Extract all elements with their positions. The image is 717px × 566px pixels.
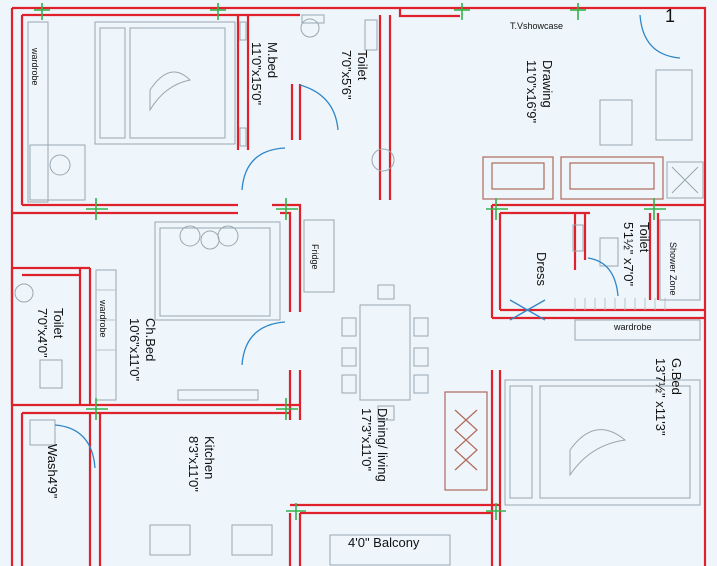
walls xyxy=(10,6,707,566)
wash-basin xyxy=(29,419,56,446)
misc-labels: T.Vshowcase wardrobe wardrobe wardrobe F… xyxy=(30,21,678,550)
sofa-4seat xyxy=(560,156,664,200)
room-name: Toilet xyxy=(355,50,370,81)
wardrobe-master xyxy=(27,21,49,203)
plan-number: 1 xyxy=(665,6,675,26)
room-name: G.Bed xyxy=(669,358,684,395)
room-dimension: 7'0"x4'0" xyxy=(35,308,50,358)
room-kitchen: Kitchen 8'3"x11'0" xyxy=(186,436,217,492)
kitchen-sink xyxy=(231,524,273,556)
dining-table xyxy=(359,304,411,401)
room-toilet-guest: Toilet 5'1½" x7'0" xyxy=(621,222,652,286)
label-wash: Wash4'9" xyxy=(45,444,60,499)
bed-guest xyxy=(504,379,701,506)
room-dimension: 7'0"x5'6" xyxy=(339,50,354,100)
room-dimension: 8'3"x11'0" xyxy=(186,436,201,492)
room-name: Dining/ living xyxy=(375,408,390,482)
label-dress: Dress xyxy=(534,252,549,286)
bed-child xyxy=(154,221,281,321)
room-dimension: 11'0"x16'9" xyxy=(524,60,539,123)
sofa-3seat xyxy=(482,156,554,200)
label-wardrobe-master: wardrobe xyxy=(30,47,40,86)
wardrobe-child xyxy=(95,269,117,401)
label-shower-zone: Shower Zone xyxy=(668,242,678,296)
label-wardrobe-guest: wardrobe xyxy=(613,322,652,332)
diwan xyxy=(444,391,488,491)
room-toilet-child: Toilet 7'0"x4'0" xyxy=(35,308,66,358)
label-tv-showcase: T.Vshowcase xyxy=(510,21,563,31)
room-dimension: 11'0"x15'0" xyxy=(249,42,264,105)
room-drawing: Drawing 11'0"x16'9" xyxy=(524,60,555,123)
grid-markers xyxy=(34,3,666,520)
room-name: Toilet xyxy=(51,308,66,339)
room-gbed: G.Bed 13'7½" x11'3" xyxy=(653,358,684,436)
room-name: Toilet xyxy=(637,222,652,253)
room-dimension: 10'6"x11'0" xyxy=(127,318,142,381)
room-name: Ch.Bed xyxy=(143,318,158,361)
room-dimension: 13'7½" x11'3" xyxy=(653,358,668,436)
room-dimension: 17'3"x11'0" xyxy=(359,408,374,471)
label-balcony: 4'0" Balcony xyxy=(348,535,420,550)
fridge xyxy=(303,219,335,293)
room-chbed: Ch.Bed 10'6"x11'0" xyxy=(127,318,158,381)
room-name: M.bed xyxy=(265,42,280,78)
furniture xyxy=(14,14,704,566)
room-dining: Dining/ living 17'3"x11'0" xyxy=(359,408,390,482)
kitchen-stove xyxy=(149,524,191,556)
room-dimension: 5'1½" x7'0" xyxy=(621,222,636,286)
room-name: Drawing xyxy=(540,60,555,108)
bed-master xyxy=(94,21,236,145)
room-mbed: M.bed 11'0"x15'0" xyxy=(249,42,280,105)
room-labels: M.bed 11'0"x15'0" Toilet 7'0"x5'6" Drawi… xyxy=(35,42,684,492)
plan-number-badge: 1 xyxy=(665,6,675,26)
label-fridge: Fridge xyxy=(310,244,320,270)
doors xyxy=(54,14,681,469)
room-name: Kitchen xyxy=(202,436,217,479)
label-wardrobe-child: wardrobe xyxy=(98,299,108,338)
room-toilet-master: Toilet 7'0"x5'6" xyxy=(339,50,370,100)
sofa-single xyxy=(655,69,693,141)
